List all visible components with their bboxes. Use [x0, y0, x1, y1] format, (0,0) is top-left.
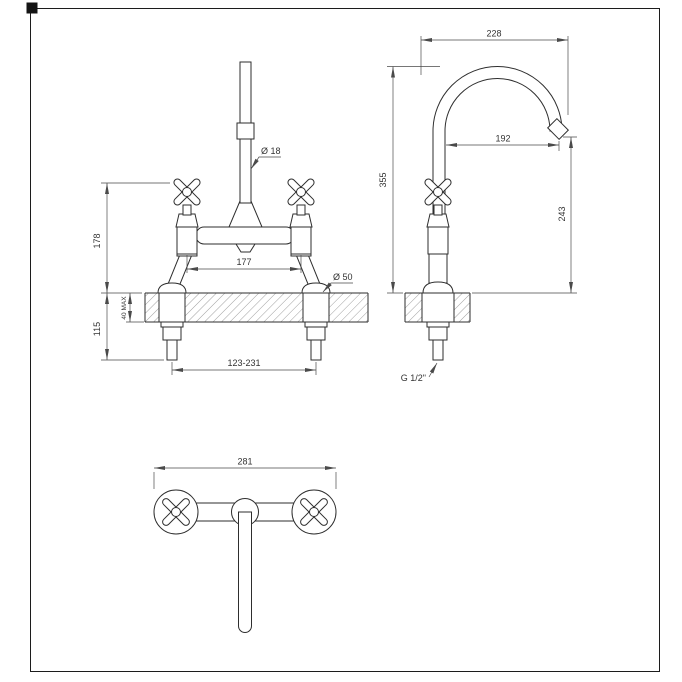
- corner-mark: [26, 2, 38, 14]
- front-right-escutcheon: [301, 282, 331, 294]
- dim-projection-228: 228: [486, 29, 501, 39]
- plan-view: 281: [153, 457, 337, 633]
- front-right-handle: [287, 178, 315, 255]
- front-spout-collar: [236, 122, 255, 140]
- dim-height-178: 178: [92, 233, 102, 248]
- dim-outlet-height-243: 243: [557, 206, 567, 221]
- front-left-handle: [173, 178, 201, 255]
- front-spout-junction: [228, 200, 263, 228]
- front-left-escutcheon: [157, 282, 187, 294]
- dim-width-281: 281: [237, 457, 252, 467]
- side-handle: [424, 178, 452, 255]
- side-dimensions: 228 355 192 243 G 1/2": [378, 29, 577, 383]
- plan-spout-tube: [238, 511, 252, 633]
- dim-deck-40max: 40 MAX: [121, 296, 128, 320]
- plan-dimensions: 281: [153, 457, 337, 489]
- front-view: 178 115 40 MAX 177 123-231 Ø 18 Ø 50: [92, 61, 369, 375]
- sheet-border: [30, 8, 660, 672]
- front-left-shank: [160, 321, 184, 361]
- front-dimensions: 178 115 40 MAX 177 123-231 Ø 18 Ø 50: [92, 146, 353, 375]
- side-view: 228 355 192 243 G 1/2": [378, 29, 577, 383]
- dim-below-deck-115: 115: [92, 322, 102, 336]
- dim-spout-dia-18: Ø 18: [261, 146, 281, 156]
- side-spout-aerator: [546, 117, 570, 141]
- dim-height-355: 355: [378, 172, 388, 187]
- dim-thread-g12: G 1/2": [401, 373, 426, 383]
- dim-centers-177: 177: [236, 257, 251, 267]
- side-column: [428, 253, 448, 284]
- dim-base-dia-50: Ø 50: [333, 272, 353, 282]
- dim-reach-192: 192: [495, 134, 510, 144]
- front-deck: [144, 292, 369, 323]
- plan-right-handle: [291, 489, 337, 535]
- dim-adjustable-123-231: 123-231: [227, 358, 260, 368]
- plan-left-handle: [153, 489, 199, 535]
- side-gooseneck-spout: [432, 66, 563, 231]
- front-bridge-body: [195, 226, 295, 245]
- side-shank: [426, 321, 450, 361]
- side-escutcheon: [422, 281, 454, 294]
- front-right-shank: [304, 321, 328, 361]
- front-body-underside: [235, 243, 256, 253]
- side-deck: [404, 292, 471, 323]
